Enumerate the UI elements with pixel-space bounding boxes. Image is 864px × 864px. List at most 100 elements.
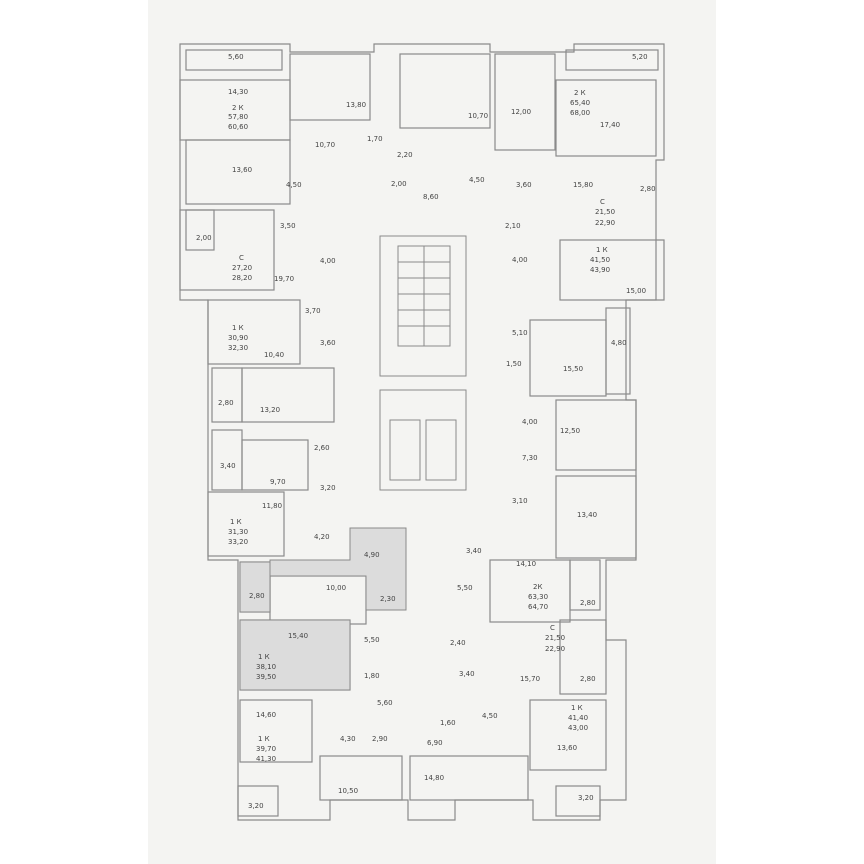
label-a13-r1: 14,10 bbox=[516, 560, 536, 568]
label-a7-balcony: 4,80 bbox=[611, 339, 627, 347]
label-a10-hall: 3,20 bbox=[320, 484, 336, 492]
label-c3: 2,20 bbox=[397, 151, 413, 159]
plan-background-panel bbox=[148, 0, 716, 864]
label-a13-bath: 5,50 bbox=[457, 584, 473, 592]
label-a15-total: 41,30 bbox=[256, 755, 276, 763]
label-c6: 10,70 bbox=[468, 112, 488, 120]
label-a4-balcony: 2,00 bbox=[196, 234, 212, 242]
label-a15-wc: 2,90 bbox=[372, 735, 388, 743]
label-a3-type: С bbox=[600, 198, 605, 206]
label-a1-type: 2 К bbox=[232, 104, 244, 112]
label-a16-hall: 6,90 bbox=[427, 739, 443, 747]
label-h-r2: 15,40 bbox=[288, 632, 308, 640]
label-a2-type: 2 К bbox=[574, 89, 586, 97]
label-a9-bath: 4,00 bbox=[522, 418, 538, 426]
label-a17-r1: 14,80 bbox=[424, 774, 444, 782]
label-a15-living: 39,70 bbox=[256, 745, 276, 753]
label-c4: 2,00 bbox=[391, 180, 407, 188]
label-a12-total: 33,20 bbox=[228, 538, 248, 546]
label-a5-r1: 15,00 bbox=[626, 287, 646, 295]
label-h-bath: 4,90 bbox=[364, 551, 380, 559]
highlighted-apartment bbox=[239, 527, 407, 691]
label-c5: 8,60 bbox=[423, 193, 439, 201]
label-c1: 13,80 bbox=[346, 101, 366, 109]
label-a14-r1: 15,70 bbox=[520, 675, 540, 683]
label-a6-bath: 3,70 bbox=[305, 307, 321, 315]
label-bottom-left-balcony: 3,20 bbox=[248, 802, 264, 810]
label-a3-balcony: 2,80 bbox=[640, 185, 656, 193]
label-a14-balcony: 2,80 bbox=[580, 675, 596, 683]
label-h-living: 38,10 bbox=[256, 663, 276, 671]
label-a1-kitchen: 13,60 bbox=[232, 166, 252, 174]
label-a4-bath: 3,50 bbox=[280, 222, 296, 230]
label-a2-bath: 4,50 bbox=[469, 176, 485, 184]
label-a7-hall: 5,10 bbox=[512, 329, 528, 337]
label-a4-type: С bbox=[239, 254, 244, 262]
label-a12-living: 31,30 bbox=[228, 528, 248, 536]
label-a16-total: 43,00 bbox=[568, 724, 588, 732]
label-a12-bath: 4,20 bbox=[314, 533, 330, 541]
label-a4-r1: 19,70 bbox=[274, 275, 294, 283]
label-a2-r1: 17,40 bbox=[600, 121, 620, 129]
core-stair-elevators bbox=[379, 235, 467, 491]
label-a6-hall: 3,60 bbox=[320, 339, 336, 347]
label-a1-hall: 10,70 bbox=[315, 141, 335, 149]
label-a13-total: 64,70 bbox=[528, 603, 548, 611]
label-a3-r1: 15,80 bbox=[573, 181, 593, 189]
label-h-r1: 10,00 bbox=[326, 584, 346, 592]
label-c2: 1,70 bbox=[367, 135, 383, 143]
label-a14-total: 22,90 bbox=[545, 645, 565, 653]
label-top-left-balcony: 5,60 bbox=[228, 53, 244, 61]
label-h-type: 1 К bbox=[258, 653, 270, 661]
label-a6-type: 1 К bbox=[232, 324, 244, 332]
label-a1-total: 60,60 bbox=[228, 123, 248, 131]
label-a16-bath: 4,50 bbox=[482, 712, 498, 720]
label-a16-r1: 13,60 bbox=[557, 744, 577, 752]
label-a6-living: 30,90 bbox=[228, 334, 248, 342]
label-a1-r1: 14,30 bbox=[228, 88, 248, 96]
label-a6-r1: 10,40 bbox=[264, 351, 284, 359]
label-bottom-right-balcony: 3,20 bbox=[578, 794, 594, 802]
label-a13-type: 2К bbox=[533, 583, 542, 591]
label-a7-r1: 15,50 bbox=[563, 365, 583, 373]
label-a3-total: 22,90 bbox=[595, 219, 615, 227]
label-top-right-balcony: 5,20 bbox=[632, 53, 648, 61]
label-a14-hall: 2,40 bbox=[450, 639, 466, 647]
label-a8-balcony: 2,80 bbox=[218, 399, 234, 407]
label-h-wc2: 1,80 bbox=[364, 672, 380, 680]
label-a16-wc: 1,60 bbox=[440, 719, 456, 727]
label-a10-balcony: 3,40 bbox=[220, 462, 236, 470]
label-a15-hall: 5,60 bbox=[377, 699, 393, 707]
label-a4-total: 28,20 bbox=[232, 274, 252, 282]
label-h-wc: 2,30 bbox=[380, 595, 396, 603]
room-labels: 5,60 5,20 14,30 2 К 57,80 60,60 10,70 13… bbox=[196, 53, 656, 810]
label-a5-living: 41,50 bbox=[590, 256, 610, 264]
label-h-hall: 5,50 bbox=[364, 636, 380, 644]
label-a15-type: 1 К bbox=[258, 735, 270, 743]
label-a13-wc: 3,40 bbox=[466, 547, 482, 555]
label-a10-r1: 2,60 bbox=[314, 444, 330, 452]
label-a1-living: 57,80 bbox=[228, 113, 248, 121]
label-a2-wc: 3,60 bbox=[516, 181, 532, 189]
label-a9-r1: 12,50 bbox=[560, 427, 580, 435]
label-a3-hall: 2,10 bbox=[505, 222, 521, 230]
label-a3-living: 21,50 bbox=[595, 208, 615, 216]
label-a14-bath: 3,40 bbox=[459, 670, 475, 678]
label-a5-total: 43,90 bbox=[590, 266, 610, 274]
label-h-balcony: 2,80 bbox=[249, 592, 265, 600]
label-a16-type: 1 К bbox=[571, 704, 583, 712]
label-a2-total: 68,00 bbox=[570, 109, 590, 117]
label-a13-balcony: 2,80 bbox=[580, 599, 596, 607]
label-a14-type: С bbox=[550, 624, 555, 632]
label-a7-wc: 1,50 bbox=[506, 360, 522, 368]
label-a11-r1: 13,40 bbox=[577, 511, 597, 519]
label-a12-r1: 11,80 bbox=[262, 502, 282, 510]
label-a5-bath: 4,00 bbox=[512, 256, 528, 264]
label-a15-bath: 4,30 bbox=[340, 735, 356, 743]
label-a15-r1: 14,60 bbox=[256, 711, 276, 719]
label-a10-r2: 9,70 bbox=[270, 478, 286, 486]
label-a5-type: 1 К bbox=[596, 246, 608, 254]
label-c7: 12,00 bbox=[511, 108, 531, 116]
label-a16-living: 41,40 bbox=[568, 714, 588, 722]
